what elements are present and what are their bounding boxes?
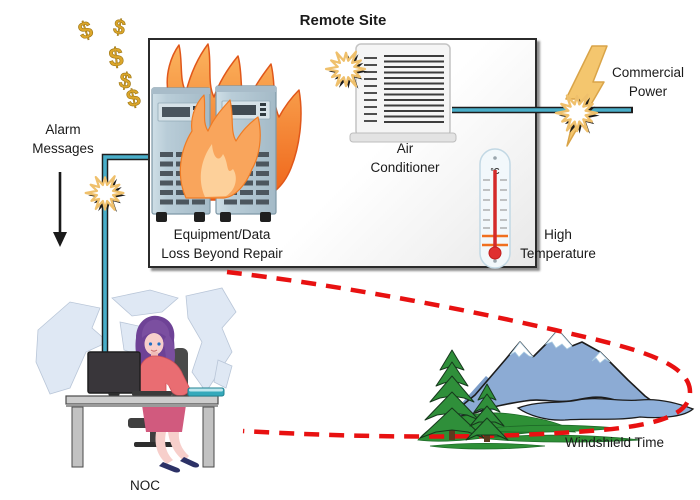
lake-icon — [516, 397, 695, 421]
equipment-loss-label: Equipment/Data Loss Beyond Repair — [161, 227, 283, 261]
dollar-sign-icon: $ — [107, 41, 125, 72]
desk — [65, 395, 219, 468]
travel-loop-dashed-ellipse — [226, 269, 693, 439]
thermometer-icon: °C — [479, 148, 511, 269]
dollar-sign-icon: $ — [117, 67, 133, 94]
book-icon — [187, 387, 225, 397]
flames-core — [200, 144, 236, 197]
burning-equipment — [151, 43, 302, 222]
noc-scene — [65, 315, 225, 473]
damage-starburst-icon — [84, 175, 127, 214]
commercial-power-label: Commercial Power — [611, 65, 684, 99]
noc-label: NOC — [130, 478, 160, 493]
windshield-scene — [226, 269, 695, 450]
dollar-sign-icon: $ — [111, 15, 128, 40]
air-conditioner-icon — [349, 43, 457, 143]
flames-front — [179, 94, 261, 199]
pine-tree-icon — [419, 349, 485, 440]
alarm-cable — [101, 153, 148, 356]
pine-tree-icon — [465, 383, 509, 442]
dollar-sign-icon: $ — [124, 84, 143, 113]
keyboard-icon — [132, 391, 172, 396]
noc-operator — [135, 315, 200, 473]
windshield-time-label: Windshield Time — [564, 435, 665, 450]
down-arrow-icon — [53, 172, 67, 247]
alarm-messages-label: Alarm Messages — [32, 122, 94, 156]
dollar-sign-icon: $ — [75, 16, 97, 46]
remote-site-title: Remote Site — [299, 12, 387, 29]
high-temperature-label: High Temperature — [520, 227, 596, 261]
monitor-icon — [87, 351, 141, 403]
air-conditioner-label: Air Conditioner — [370, 141, 440, 175]
money-smoke: $ $ $ $ $ — [75, 15, 144, 114]
